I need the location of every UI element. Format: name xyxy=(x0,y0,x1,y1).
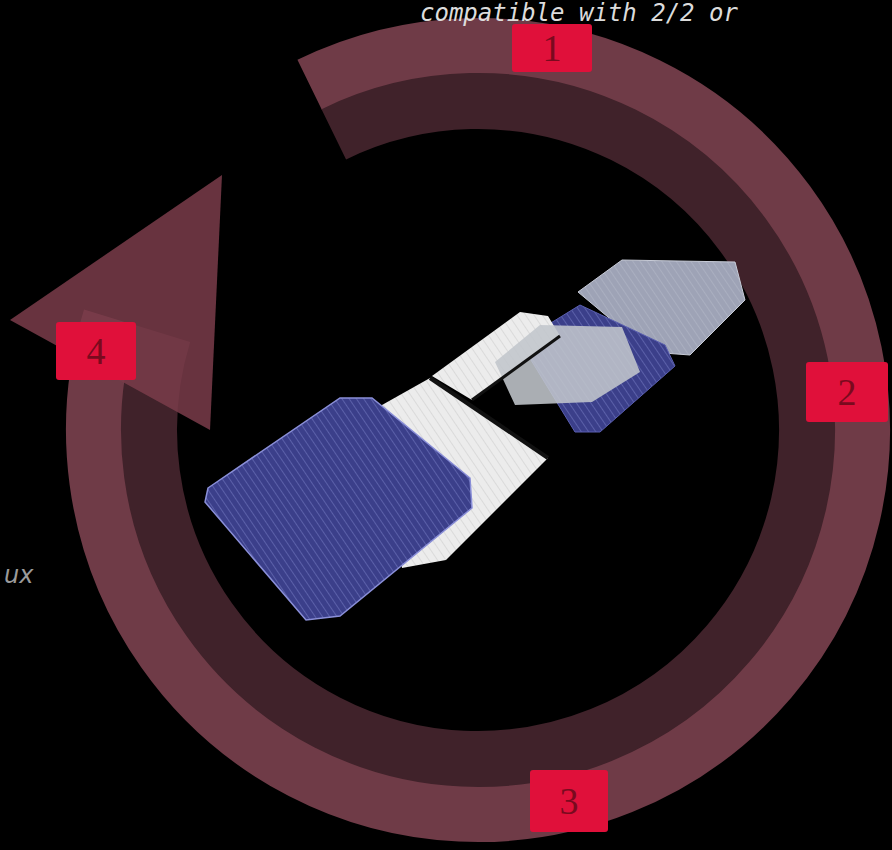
callout-number: 4 xyxy=(87,332,106,370)
text-fragment: ux xyxy=(4,562,33,588)
ring-band xyxy=(149,101,807,759)
solar-cell-layers xyxy=(205,260,745,620)
callout-box: 1 xyxy=(512,24,592,72)
callout-box: 3 xyxy=(530,770,608,832)
ring-arrowhead xyxy=(10,175,222,430)
callout-number: 3 xyxy=(560,782,579,820)
callout-box: 2 xyxy=(806,362,888,422)
callout-number: 1 xyxy=(543,29,562,67)
callout-number: 2 xyxy=(838,373,857,411)
ring-band xyxy=(94,46,862,814)
heading-fragment: compatible with 2/2 or xyxy=(420,0,738,26)
callout-box: 4 xyxy=(56,322,136,380)
cycle-ring xyxy=(94,46,862,814)
